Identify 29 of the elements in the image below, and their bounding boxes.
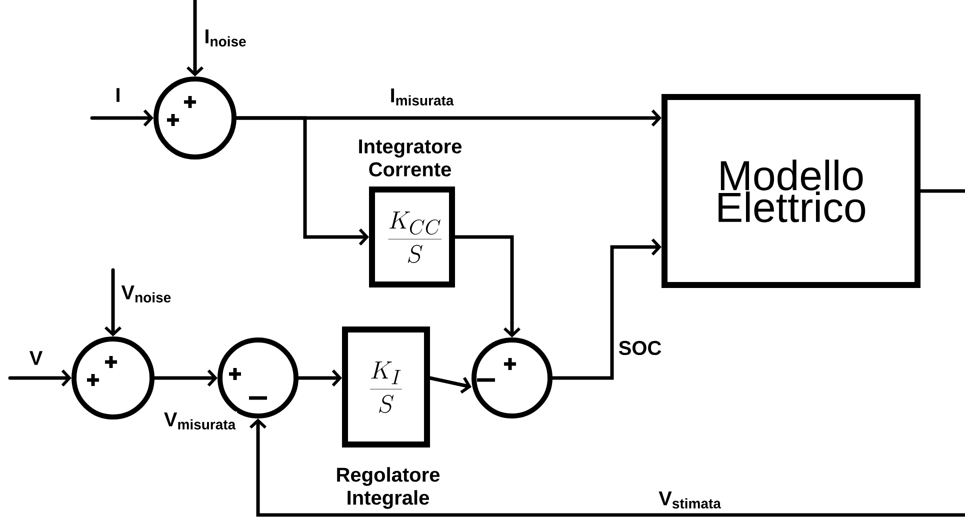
arrow bbox=[296, 369, 342, 386]
arrow bbox=[8, 369, 72, 386]
summing-junction bbox=[154, 76, 236, 160]
arrow bbox=[234, 116, 370, 246]
summing-junction bbox=[472, 337, 552, 418]
connector-line bbox=[918, 189, 965, 193]
signal-label: V$_{stimata}$ bbox=[658, 490, 722, 510]
block-caption: Regolatore Integrale bbox=[337, 467, 440, 509]
signal-label: SOC bbox=[617, 340, 663, 356]
signal-label: I$_{noise}$ bbox=[203, 28, 248, 48]
arrow bbox=[186, 0, 204, 76]
transfer-function-box: $\frac{K_{I}}{S}$ bbox=[342, 326, 430, 448]
signal-label: V$_{noise}$ bbox=[120, 284, 173, 304]
arrow bbox=[249, 418, 965, 517]
model-box: Modello Elettrico bbox=[662, 94, 920, 288]
signal-label: I$_{misurata}$ bbox=[388, 87, 456, 106]
summing-junction bbox=[218, 337, 298, 418]
arrow bbox=[453, 235, 521, 338]
arrow bbox=[90, 109, 154, 126]
transfer-function-box: $\frac{K_{CC}}{S}$ bbox=[369, 186, 455, 288]
signal-label: V$_{misurata}$ bbox=[162, 411, 238, 430]
summing-junction bbox=[72, 336, 154, 420]
signal-label: V bbox=[28, 350, 44, 366]
arrow bbox=[152, 369, 218, 386]
arrow bbox=[550, 238, 662, 380]
block-caption: Integratore Corrente bbox=[359, 140, 462, 176]
signal-label: I bbox=[114, 87, 122, 103]
arrow bbox=[104, 268, 122, 336]
arrow bbox=[428, 376, 472, 394]
